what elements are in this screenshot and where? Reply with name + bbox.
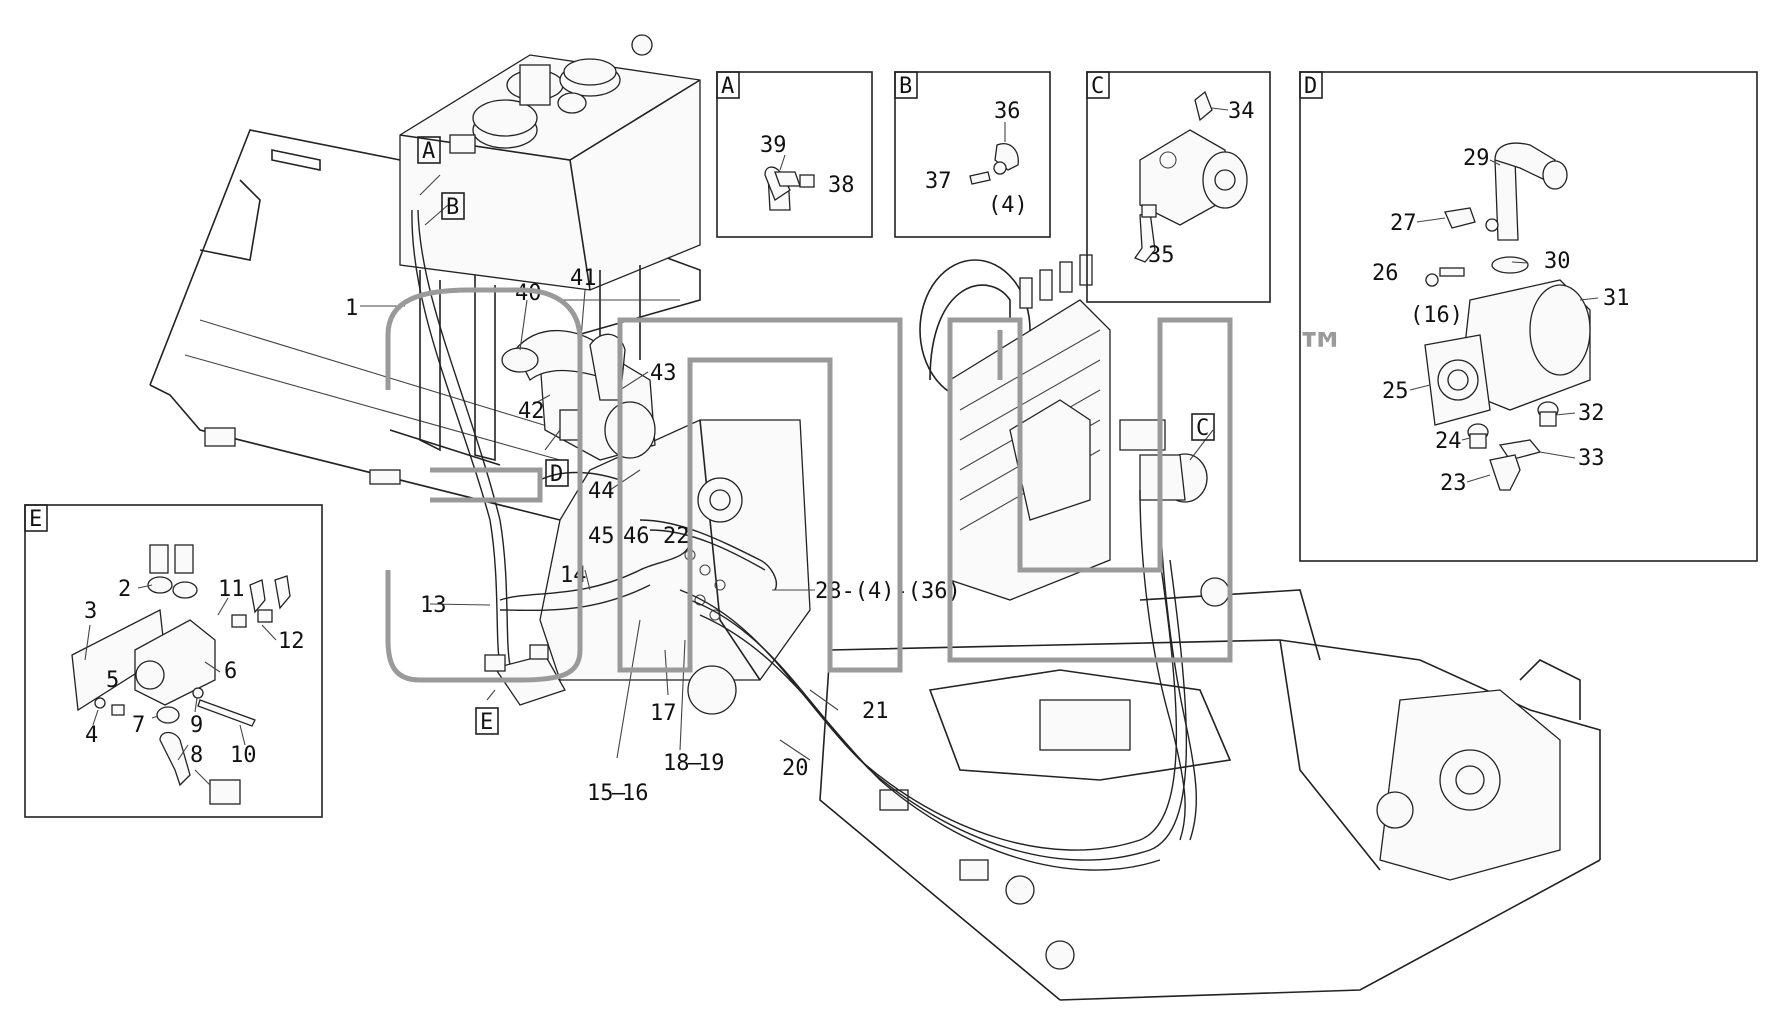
detail-view-b: B 36 37 (4) [894,71,1051,238]
callout-box-a [417,136,441,164]
part-label: 12 [278,629,305,654]
callout-e: E [480,710,493,735]
part-label: 35 [1148,243,1175,268]
part-label: 10 [230,743,257,768]
detail-view-a: A 39 38 [716,71,873,238]
part-label: 38 [828,173,855,198]
part-label: 28-(4)-(36) [815,579,961,604]
part-label: 24 [1435,429,1462,454]
main-labels: A B C D E 1 40 41 43 42 44 45 46 22 14 1… [345,136,1215,806]
part-label: 26 [1372,261,1399,286]
svg-text:—: — [612,781,626,806]
frame-rear-right [819,577,1601,1001]
part-label: 43 [650,361,677,386]
part-label: 6 [224,659,237,684]
callout-c: C [1196,416,1209,441]
detail-view-e: E 2 11 3 12 5 6 4 7 9 8 10 [24,504,323,818]
part-label: 41 [570,266,597,291]
part-label: 4 [85,723,98,748]
part-label: 27 [1390,211,1417,236]
part-label: 1 [345,296,358,321]
part-label: (4) [988,193,1028,218]
watermark: ™ [385,287,1347,683]
part-label: 20 [782,756,809,781]
part-label: 17 [650,701,677,726]
part-label: 21 [862,699,889,724]
part-label: 5 [106,668,119,693]
detail-c-letter: C [1091,74,1104,99]
hydraulic-tank [399,34,701,291]
part-label: 31 [1603,286,1630,311]
svg-text:—: — [688,751,702,776]
part-label: 44 [588,479,615,504]
part-label: 9 [190,713,203,738]
callout-box-e [475,707,499,735]
callout-a: A [422,139,435,164]
part-label: 13 [420,593,447,618]
detail-a-letter: A [721,74,734,99]
part-label: 37 [925,169,952,194]
part-label: 11 [218,577,245,602]
part-label: 2 [118,577,131,602]
part-label: 14 [560,563,587,588]
main-view [149,34,1601,1001]
detail-view-d: D 29 27 30 26 (16) 31 25 32 24 [1299,71,1758,562]
part-label: (16) [1410,303,1463,328]
part-label: 19 [698,751,725,776]
part-label: 29 [1463,146,1490,171]
detail-e-letter: E [29,507,42,532]
part-label: 23 [1440,471,1467,496]
part-label: 32 [1578,401,1605,426]
part-label: 42 [518,399,545,424]
part-label: 8 [190,743,203,768]
part-label: 30 [1544,249,1571,274]
part-label: 22 [663,524,690,549]
trademark-mark: ™ [1295,323,1347,383]
callout-box-c [1191,413,1215,441]
part-label: 18 [663,751,690,776]
part-label: 15 [587,781,614,806]
hydraulic-hoses [411,209,1198,871]
control-valve-bank [919,254,1208,601]
callout-d: D [550,462,563,487]
part-label: 36 [994,99,1021,124]
part-label: 46 [623,524,650,549]
part-label: 39 [760,133,787,158]
part-label: 25 [1382,379,1409,404]
part-label: 34 [1228,99,1255,124]
part-label: 7 [132,713,145,738]
callout-b: B [446,195,459,220]
part-label: 45 [588,524,615,549]
part-label: 33 [1578,446,1605,471]
detail-view-c: C 34 35 [1086,71,1271,303]
part-label: 16 [622,781,649,806]
part-label: 3 [84,599,97,624]
callout-box-b [441,192,465,220]
detail-b-letter: B [899,74,912,99]
detail-d-letter: D [1304,74,1317,99]
callout-box-d [545,459,569,487]
central-frame [539,419,811,715]
